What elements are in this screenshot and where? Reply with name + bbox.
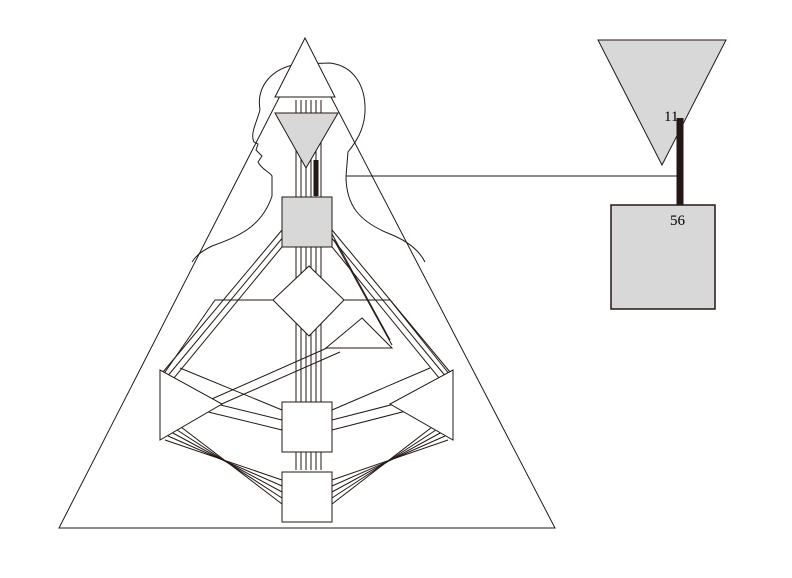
spleen-center bbox=[159, 369, 224, 441]
body-outline-triangle bbox=[58, 45, 556, 529]
sacral-center bbox=[281, 401, 333, 453]
gate-11-label: 11 bbox=[664, 109, 678, 125]
solar-plexus-center bbox=[388, 369, 454, 441]
throat-center bbox=[281, 196, 333, 248]
heart-center bbox=[324, 317, 394, 349]
head-center bbox=[274, 36, 336, 98]
gate-56-label: 56 bbox=[670, 213, 686, 229]
g-center bbox=[272, 265, 345, 337]
root-center bbox=[281, 471, 333, 523]
detail-ajna-center bbox=[597, 39, 727, 167]
detail-throat-center bbox=[610, 204, 716, 310]
ajna-center bbox=[274, 112, 339, 170]
